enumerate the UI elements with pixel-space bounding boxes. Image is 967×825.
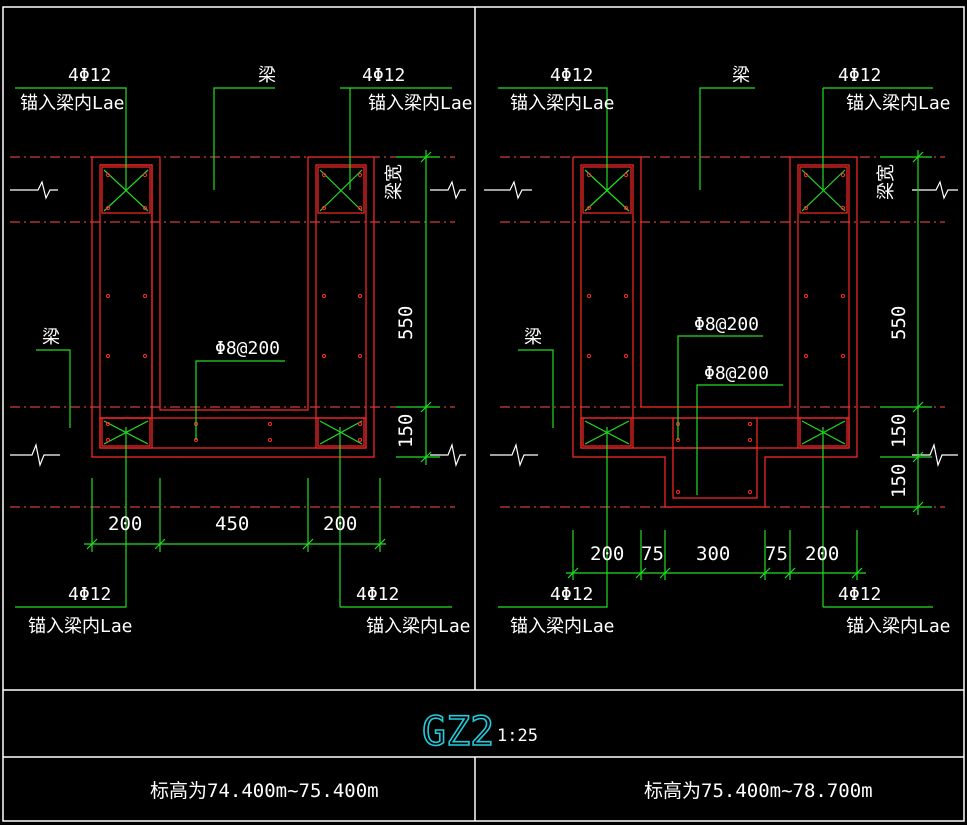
anchor-label-bottom-left: 锚入梁内Lae	[28, 616, 133, 637]
dim-550: 550	[888, 306, 910, 340]
dim-550: 550	[395, 306, 417, 340]
beam-width-label: 梁宽	[384, 164, 405, 200]
anchor-label-bottom-right: 锚入梁内Lae	[366, 616, 471, 637]
bar-label-top-left: 4Φ12	[68, 65, 111, 86]
anchor-label-top-left: 锚入梁内Lae	[510, 93, 615, 114]
anchor-label-top-right: 锚入梁内Lae	[846, 93, 951, 114]
rebar-dots	[586, 172, 846, 495]
break-lines	[484, 180, 958, 468]
drawing-scale: 1:25	[497, 726, 538, 746]
left-section-drawing: 4Φ12 锚入梁内Lae 4Φ12 锚入梁内Lae 梁 梁 梁宽 Φ8@200 …	[10, 65, 473, 637]
bar-label-bottom-left: 4Φ12	[68, 584, 111, 605]
beam-width-label: 梁宽	[876, 164, 897, 200]
horizontal-dimension	[84, 478, 386, 552]
dim-200-left: 200	[108, 513, 142, 535]
vertical-dimension	[396, 150, 440, 465]
bar-label-bottom-right: 4Φ12	[356, 584, 399, 605]
beam-label-top: 梁	[732, 65, 750, 86]
beam-label-top: 梁	[258, 65, 276, 86]
dim-300: 300	[696, 543, 730, 565]
drawing-frame	[2, 6, 965, 822]
dim-75-right: 75	[765, 543, 788, 565]
dim-200-right: 200	[805, 543, 839, 565]
drawing-title: GZ2	[422, 709, 494, 755]
break-lines	[10, 180, 466, 468]
anchor-label-top-left: 锚入梁内Lae	[20, 93, 125, 114]
bar-label-top-right: 4Φ12	[362, 65, 405, 86]
stirrup-label-1: Φ8@200	[694, 314, 759, 335]
beam-label-left: 梁	[42, 327, 60, 348]
vertical-dimension	[880, 150, 932, 515]
corner-bar-crosses	[103, 169, 363, 445]
leader-lines	[498, 87, 933, 608]
stirrup-label-2: Φ8@200	[704, 363, 769, 384]
beam-axis-lines	[10, 156, 455, 508]
anchor-label-top-right: 锚入梁内Lae	[368, 93, 473, 114]
corner-bar-crosses	[584, 169, 846, 445]
stirrup-label: Φ8@200	[215, 338, 280, 359]
elevation-note-left: 标高为74.400m~75.400m	[150, 780, 379, 802]
dim-200-right: 200	[323, 513, 357, 535]
right-section-drawing: 4Φ12 锚入梁内Lae 4Φ12 锚入梁内Lae 梁 梁 梁宽 Φ8@200 …	[484, 65, 958, 637]
dim-75-left: 75	[641, 543, 664, 565]
bar-label-bottom-left: 4Φ12	[550, 584, 593, 605]
anchor-label-bottom-left: 锚入梁内Lae	[510, 616, 615, 637]
beam-label-left: 梁	[524, 327, 542, 348]
horizontal-dimension	[566, 530, 866, 580]
dim-200-left: 200	[590, 543, 624, 565]
dim-150-upper: 150	[888, 414, 910, 448]
anchor-label-bottom-right: 锚入梁内Lae	[846, 616, 951, 637]
dim-150: 150	[395, 414, 417, 448]
title-block: GZ2 1:25 标高为74.400m~75.400m 标高为75.400m~7…	[150, 708, 873, 802]
elevation-note-right: 标高为75.400m~78.700m	[644, 780, 873, 802]
leader-lines	[15, 87, 452, 608]
dim-150-lower: 150	[888, 464, 910, 498]
rebar-dots	[105, 172, 363, 443]
dim-450: 450	[215, 513, 249, 535]
column-outline	[91, 156, 375, 458]
bar-label-top-left: 4Φ12	[550, 65, 593, 86]
bar-label-top-right: 4Φ12	[838, 65, 881, 86]
bar-label-bottom-right: 4Φ12	[838, 584, 881, 605]
